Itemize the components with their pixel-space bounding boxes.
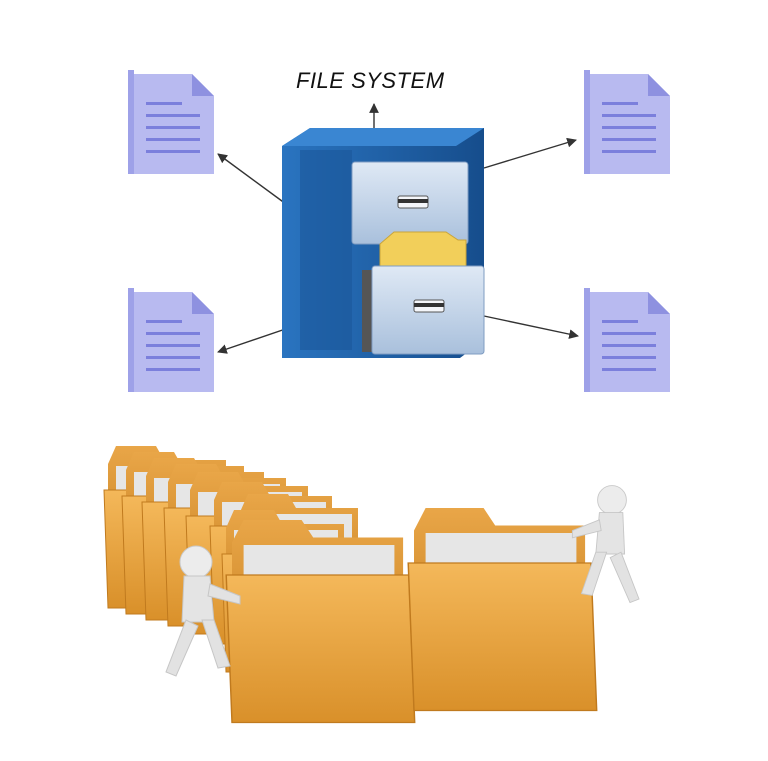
document-icon (584, 70, 670, 174)
arrow-to-bottom-right-document (483, 315, 579, 339)
folder-icon (225, 519, 416, 724)
arrow-to-top-left-document (217, 153, 287, 205)
folder-icon (407, 507, 598, 712)
folder-row (103, 445, 598, 724)
file-cabinet-icon (282, 128, 485, 358)
document-icon (128, 70, 214, 174)
arrow-to-top-right-document (483, 137, 577, 169)
document-icon (584, 288, 670, 392)
diagram-title: FILE SYSTEM (296, 68, 445, 93)
document-icon (128, 288, 214, 392)
